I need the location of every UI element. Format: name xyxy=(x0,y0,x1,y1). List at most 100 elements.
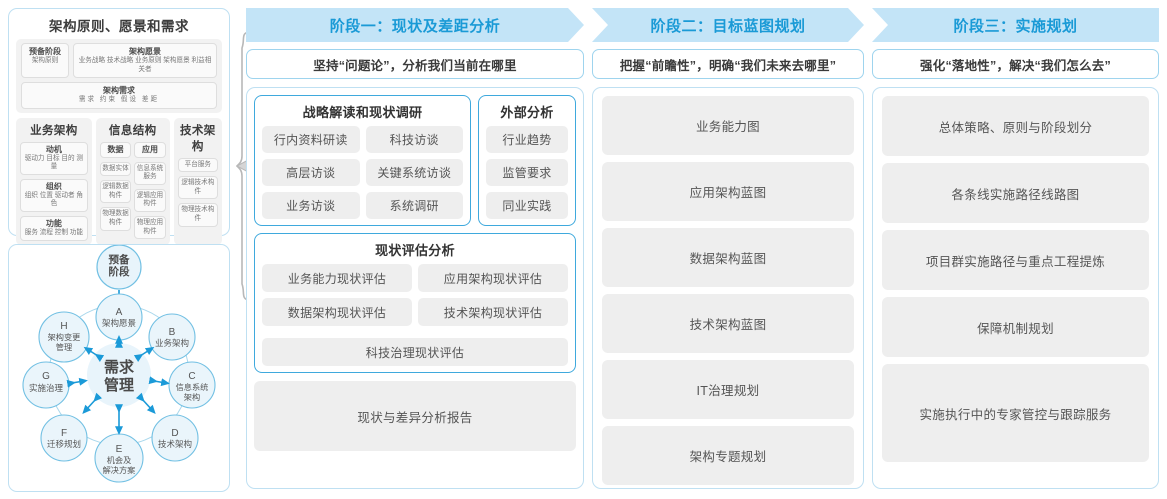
group-external-analysis: 外部分析 行业趋势 监管要求 同业实践 xyxy=(478,95,576,226)
adm-center-line2: 管理 xyxy=(104,376,134,394)
chip-arch-topic-plan[interactable]: 架构专题规划 xyxy=(602,426,854,485)
chip-business-capability-map[interactable]: 业务能力图 xyxy=(602,96,854,155)
svg-text:实施治理: 实施治理 xyxy=(29,383,64,393)
adm-node-b xyxy=(148,313,196,361)
phase-3-subtitle: 强化“落地性”，解决“我们怎么去” xyxy=(872,49,1159,79)
architecture-vision-box: 架构愿景 业务战略 技术战略 业务原则 架构愿景 利益相关者 xyxy=(73,43,217,79)
adm-node-prelim xyxy=(96,245,142,290)
prelim-phase-box: 预备阶段 架构原则 xyxy=(21,43,69,79)
technology-architecture-column: 技术架构 平台服务 逻辑技术构件 物理技术构件 xyxy=(173,117,222,245)
adm-node-d xyxy=(151,414,199,462)
information-structure-column: 信息结构 数据 数据实体 逻辑数据构件 xyxy=(95,117,170,245)
phase-2-header-label: 阶段二：目标蓝图规划 xyxy=(650,17,806,35)
adm-prelim-line2: 阶段 xyxy=(109,265,130,278)
adm-node-f xyxy=(40,414,88,462)
chip-tech-arch-assessment[interactable]: 技术架构现状评估 xyxy=(418,298,568,326)
phase-1-header: 阶段一：现状及差距分析 xyxy=(246,8,584,42)
chip-application-arch-assessment[interactable]: 应用架构现状评估 xyxy=(418,264,568,292)
architecture-domains-row: 业务架构 动机 驱动力 目标 目的 测量 组织 组织 位置 驱动者 角色 功能 xyxy=(16,117,222,245)
svg-text:架构愿景: 架构愿景 xyxy=(102,318,136,328)
svg-text:解决方案: 解决方案 xyxy=(103,465,136,475)
adm-cycle-diagram: 预备 阶段 需求 管理 A 架构愿景 B 业务架构 C xyxy=(22,245,216,483)
group-strategy-title: 战略解读和现状调研 xyxy=(302,105,423,120)
chip-application-arch-blueprint[interactable]: 应用架构蓝图 xyxy=(602,162,854,221)
phase-2-header-shape xyxy=(592,8,864,42)
phase-3: 阶段三：实施规划 强化“落地性”，解决“我们怎么去” 总体策略、原则与阶段划分 … xyxy=(872,8,1159,489)
svg-text:B: B xyxy=(169,327,176,338)
chip-tech-interview[interactable]: 科技访谈 xyxy=(365,126,463,153)
chip-line-roadmap[interactable]: 各条线实施路径线路图 xyxy=(882,163,1149,223)
chip-it-governance-plan[interactable]: IT治理规划 xyxy=(602,360,854,419)
data-entity-box: 数据实体 xyxy=(99,161,132,177)
svg-text:D: D xyxy=(171,428,178,439)
chip-data-arch-assessment[interactable]: 数据架构现状评估 xyxy=(262,298,412,326)
phase-1-body: 战略解读和现状调研 行内资料研读 科技访谈 高层访谈 关键系统访谈 业务访谈 系… xyxy=(246,87,584,489)
chip-business-capability-assessment[interactable]: 业务能力现状评估 xyxy=(262,264,412,292)
chip-industry-trend[interactable]: 行业趋势 xyxy=(486,126,568,153)
svg-text:架构: 架构 xyxy=(184,392,200,402)
physical-tech-component-box: 物理技术构件 xyxy=(177,203,218,227)
svg-text:技术架构: 技术架构 xyxy=(158,439,192,449)
chip-peer-practice[interactable]: 同业实践 xyxy=(486,192,568,219)
data-head-box: 数据 xyxy=(99,141,132,158)
svg-text:业务架构: 业务架构 xyxy=(155,338,189,348)
group-current-state-assessment: 现状评估分析 业务能力现状评估 应用架构现状评估 数据架构现状评估 技术架构现状… xyxy=(254,233,576,373)
motivation-box: 动机 驱动力 目标 目的 测量 xyxy=(20,141,88,175)
chip-expert-oversight-service[interactable]: 实施执行中的专家管控与跟踪服务 xyxy=(882,364,1149,462)
svg-text:F: F xyxy=(61,428,67,439)
chip-program-roadmap[interactable]: 项目群实施路径与重点工程提炼 xyxy=(882,230,1149,290)
adm-center-line1: 需求 xyxy=(104,358,135,376)
svg-text:G: G xyxy=(42,371,50,382)
group-strategy-research: 战略解读和现状调研 行内资料研读 科技访谈 高层访谈 关键系统访谈 业务访谈 系… xyxy=(254,95,471,226)
adm-node-h xyxy=(38,311,90,363)
application-subcolumn: 应用 信息系统服务 逻辑应用构件 物理应用构件 xyxy=(134,141,166,240)
phase-2-subtitle: 把握“前瞻性”，明确“我们未来去哪里” xyxy=(592,49,864,79)
group-assessment-title: 现状评估分析 xyxy=(375,243,455,258)
chip-key-system-interview[interactable]: 关键系统访谈 xyxy=(365,159,463,186)
svg-text:迁移规划: 迁移规划 xyxy=(47,439,81,449)
logical-tech-component-box: 逻辑技术构件 xyxy=(177,176,218,200)
application-head-box: 应用 xyxy=(134,141,166,158)
chip-assurance-mechanism-plan[interactable]: 保障机制规划 xyxy=(882,297,1149,357)
svg-text:架构变更: 架构变更 xyxy=(48,332,81,342)
chip-data-arch-blueprint[interactable]: 数据架构蓝图 xyxy=(602,228,854,287)
chip-gap-analysis-report[interactable]: 现状与差异分析报告 xyxy=(254,381,576,451)
physical-data-component-box: 物理数据构件 xyxy=(99,207,132,231)
svg-text:A: A xyxy=(116,307,123,318)
principles-vision-requirements-section: 预备阶段 架构原则 架构愿景 业务战略 技术战略 业务原则 架构愿景 利益相关者… xyxy=(16,39,222,113)
framework-title: 架构原则、愿景和需求 xyxy=(49,19,189,34)
chip-system-survey[interactable]: 系统调研 xyxy=(365,192,463,219)
svg-text:H: H xyxy=(60,321,67,332)
platform-service-box: 平台服务 xyxy=(177,157,218,173)
phase-3-header: 阶段三：实施规划 xyxy=(872,8,1159,42)
phase-2-body: 业务能力图 应用架构蓝图 数据架构蓝图 技术架构蓝图 IT治理规划 架构专题规划 xyxy=(592,87,864,489)
togaf-content-framework-card: 架构原则、愿景和需求 预备阶段 架构原则 架构愿景 业务战略 技术战略 业务原则… xyxy=(8,8,230,295)
group-external-title: 外部分析 xyxy=(500,105,554,120)
chip-business-interview[interactable]: 业务访谈 xyxy=(262,192,360,219)
svg-text:管理: 管理 xyxy=(56,342,72,352)
chip-exec-interview[interactable]: 高层访谈 xyxy=(262,159,360,186)
architecture-requirements-box: 架构需求 需求 约束 假设 差距 xyxy=(21,82,217,109)
svg-text:机会及: 机会及 xyxy=(107,455,132,465)
chip-internal-docs[interactable]: 行内资料研读 xyxy=(262,126,360,153)
phase-1-subtitle: 坚持“问题论”，分析我们当前在哪里 xyxy=(246,49,584,79)
business-architecture-column: 业务架构 动机 驱动力 目标 目的 测量 组织 组织 位置 驱动者 角色 功能 xyxy=(16,117,92,245)
function-box: 功能 服务 流程 控制 功能 xyxy=(20,215,88,241)
chip-tech-arch-blueprint[interactable]: 技术架构蓝图 xyxy=(602,294,854,353)
adm-prelim-line1: 预备 xyxy=(109,253,130,266)
svg-text:信息系统: 信息系统 xyxy=(176,382,209,392)
phase-1-header-shape xyxy=(246,8,584,42)
phase-2-header: 阶段二：目标蓝图规划 xyxy=(592,8,864,42)
phase-1-header-label: 阶段一：现状及差距分析 xyxy=(329,17,501,35)
physical-application-component-box: 物理应用构件 xyxy=(134,215,166,240)
svg-text:C: C xyxy=(188,371,195,382)
adm-cycle-card: 预备 阶段 需求 管理 A 架构愿景 B 业务架构 C xyxy=(8,244,230,492)
phase-3-header-shape xyxy=(872,8,1159,42)
chip-overall-strategy[interactable]: 总体策略、原则与阶段划分 xyxy=(882,96,1149,156)
phase-2: 阶段二：目标蓝图规划 把握“前瞻性”，明确“我们未来去哪里” 业务能力图 应用架… xyxy=(592,8,864,489)
chip-regulatory-requirements[interactable]: 监管要求 xyxy=(486,159,568,186)
chip-it-governance-assessment[interactable]: 科技治理现状评估 xyxy=(262,338,568,366)
logical-application-component-box: 逻辑应用构件 xyxy=(134,188,166,212)
phase-3-body: 总体策略、原则与阶段划分 各条线实施路径线路图 项目群实施路径与重点工程提炼 保… xyxy=(872,87,1159,489)
